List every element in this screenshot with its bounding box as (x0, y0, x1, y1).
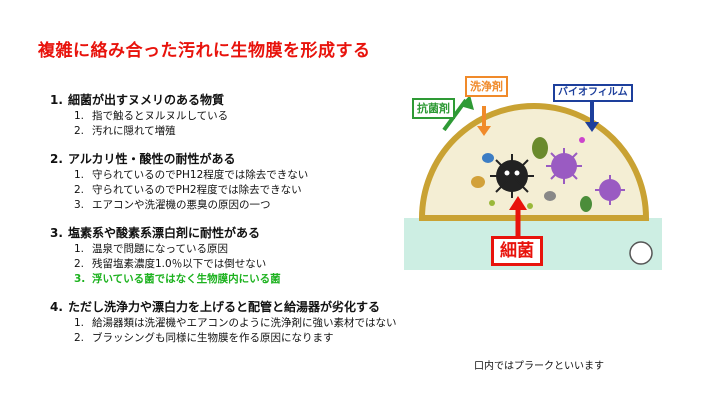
section-heading-text: 塩素系や酸素系漂白剤に耐性がある (68, 226, 261, 240)
list-item: 1. 給湯器類は洗濯機やエアコンのように洗浄剤に強い素材ではない (50, 316, 470, 331)
item-text: 浮いている菌ではなく生物膜内にいる菌 (92, 273, 281, 285)
bacteria-cluster (471, 137, 625, 212)
section-number: 4. (50, 300, 63, 314)
list-item: 2. 残留塩素濃度1.0％以下では倒せない (50, 257, 470, 272)
grey-bacterium-icon (544, 191, 556, 201)
item-number: 1. (74, 317, 85, 329)
section-heading: 1. 細菌が出すヌメリのある物質 (50, 92, 470, 109)
label-detergent: 洗浄剤 (465, 76, 508, 97)
section-2: 2. アルカリ性・酸性の耐性がある 1. 守られているのでPH12程度では除去でき… (50, 151, 470, 213)
section-heading: 2. アルカリ性・酸性の耐性がある (50, 151, 470, 168)
item-number: 3. (74, 199, 85, 211)
list-item: 2. ブラッシングも同様に生物膜を作る原因になります (50, 331, 470, 346)
list-item-highlighted: 3. 浮いている菌ではなく生物膜内にいる菌 (50, 272, 470, 287)
section-number: 2. (50, 152, 63, 166)
list-item: 2. 守られているのでPH2程度では除去できない (50, 183, 470, 198)
item-number: 1. (74, 243, 85, 255)
item-text: 残留塩素濃度1.0％以下では倒せない (92, 258, 267, 270)
logo-icon (629, 241, 653, 265)
section-1: 1. 細菌が出すヌメリのある物質 1. 指で触るとヌルヌルしている 2. 汚れに隠れ… (50, 92, 470, 139)
yellow-bacterium-icon (471, 176, 485, 188)
item-text: 指で触るとヌルヌルしている (92, 110, 229, 122)
section-number: 1. (50, 93, 63, 107)
item-text: 汚れに隠れて増殖 (92, 125, 176, 137)
slide-title: 複雑に絡み合った汚れに生物膜を形成する (38, 41, 371, 61)
item-text: 守られているのでPH12程度では除去できない (92, 169, 309, 181)
item-number: 2. (74, 125, 85, 137)
list-item: 1. 守られているのでPH12程度では除去できない (50, 168, 470, 183)
green-bacterium-icon (532, 137, 548, 159)
section-heading: 4. ただし洗浄力や漂白力を上げると配管と給湯器が劣化する (50, 299, 470, 316)
list-item: 1. 指で触るとヌルヌルしている (50, 109, 470, 124)
item-number: 1. (74, 169, 85, 181)
footnote: 口内ではプラークといいます (474, 361, 604, 372)
section-heading-text: ただし洗浄力や漂白力を上げると配管と給湯器が劣化する (68, 300, 381, 314)
label-bacteria: 細菌 (491, 236, 543, 266)
label-antibacterial: 抗菌剤 (412, 98, 455, 119)
item-number: 2. (74, 258, 85, 270)
item-text: 守られているのでPH2程度では除去できない (92, 184, 302, 196)
biofilm-dome (418, 103, 650, 221)
list-item: 2. 汚れに隠れて増殖 (50, 124, 470, 139)
item-text: エアコンや洗濯機の悪臭の原因の一つ (92, 199, 271, 211)
item-number: 3. (74, 273, 86, 285)
item-number: 2. (74, 184, 85, 196)
item-text: 温泉で問題になっている原因 (92, 243, 228, 255)
list-item: 1. 温泉で問題になっている原因 (50, 242, 470, 257)
section-3: 3. 塩素系や酸素系漂白剤に耐性がある 1. 温泉で問題になっている原因 2. 残留… (50, 225, 470, 287)
list-item: 3. エアコンや洗濯機の悪臭の原因の一つ (50, 198, 470, 213)
section-heading: 3. 塩素系や酸素系漂白剤に耐性がある (50, 225, 470, 242)
label-biofilm: バイオフィルム (553, 84, 633, 102)
section-heading-text: アルカリ性・酸性の耐性がある (68, 152, 236, 166)
item-number: 2. (74, 332, 85, 344)
blue-bacterium-icon (482, 153, 494, 163)
item-text: 給湯器類は洗濯機やエアコンのように洗浄剤に強い素材ではない (92, 317, 397, 329)
green-bacterium-icon (580, 196, 592, 212)
section-list: 1. 細菌が出すヌメリのある物質 1. 指で触るとヌルヌルしている 2. 汚れに隠れ… (50, 92, 470, 358)
section-4: 4. ただし洗浄力や漂白力を上げると配管と給湯器が劣化する 1. 給湯器類は洗濯機… (50, 299, 470, 346)
item-text: ブラッシングも同様に生物膜を作る原因になります (92, 332, 334, 344)
section-number: 3. (50, 226, 63, 240)
item-number: 1. (74, 110, 85, 122)
section-heading-text: 細菌が出すヌメリのある物質 (68, 93, 225, 107)
